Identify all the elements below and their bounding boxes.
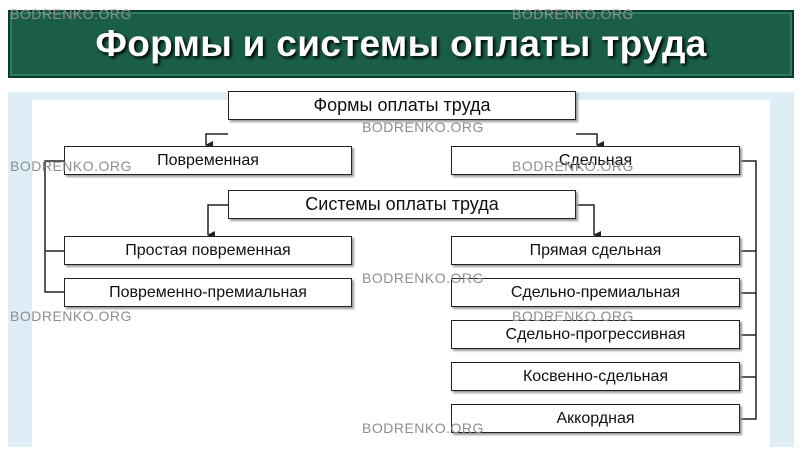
piece-bracket xyxy=(740,160,757,420)
watermark: BODRENKO.ORG xyxy=(362,420,484,436)
watermark: BODRENKO.ORG xyxy=(512,308,634,324)
watermark: BODRENKO.ORG xyxy=(10,308,132,324)
watermark: BODRENKO.ORG xyxy=(10,6,132,22)
piece-system-box: Аккордная xyxy=(451,404,740,433)
piece-form-box: Сдельная xyxy=(451,146,740,175)
piece-system-box: Сдельно-премиальная xyxy=(451,278,740,307)
watermark: BODRENKO.ORG xyxy=(362,270,484,286)
time-system-box: Повременно-премиальная xyxy=(64,278,352,307)
time-form-box: Повременная xyxy=(64,146,352,175)
arrow-to-time-form xyxy=(205,133,228,149)
watermark: BODRENKO.ORG xyxy=(512,158,634,174)
title-banner: Формы и системы оплаты труда xyxy=(8,10,794,78)
watermark: BODRENKO.ORG xyxy=(512,6,634,22)
watermark: BODRENKO.ORG xyxy=(10,158,132,174)
piece-system-box: Прямая сдельная xyxy=(451,236,740,265)
arrow-to-piece-systems xyxy=(576,204,601,239)
watermark: BODRENKO.ORG xyxy=(362,119,484,135)
arrow-to-time-systems xyxy=(207,204,228,239)
piece-system-box: Косвенно-сдельная xyxy=(451,362,740,391)
page-title: Формы и системы оплаты труда xyxy=(95,23,707,64)
arrow-to-piece-form xyxy=(576,133,604,149)
time-system-box: Простая повременная xyxy=(64,236,352,265)
forms-title-box: Формы оплаты труда xyxy=(228,91,576,120)
systems-title-box: Системы оплаты труда xyxy=(228,190,576,219)
time-bracket xyxy=(44,160,64,293)
piece-system-box: Сдельно-прогрессивная xyxy=(451,320,740,349)
